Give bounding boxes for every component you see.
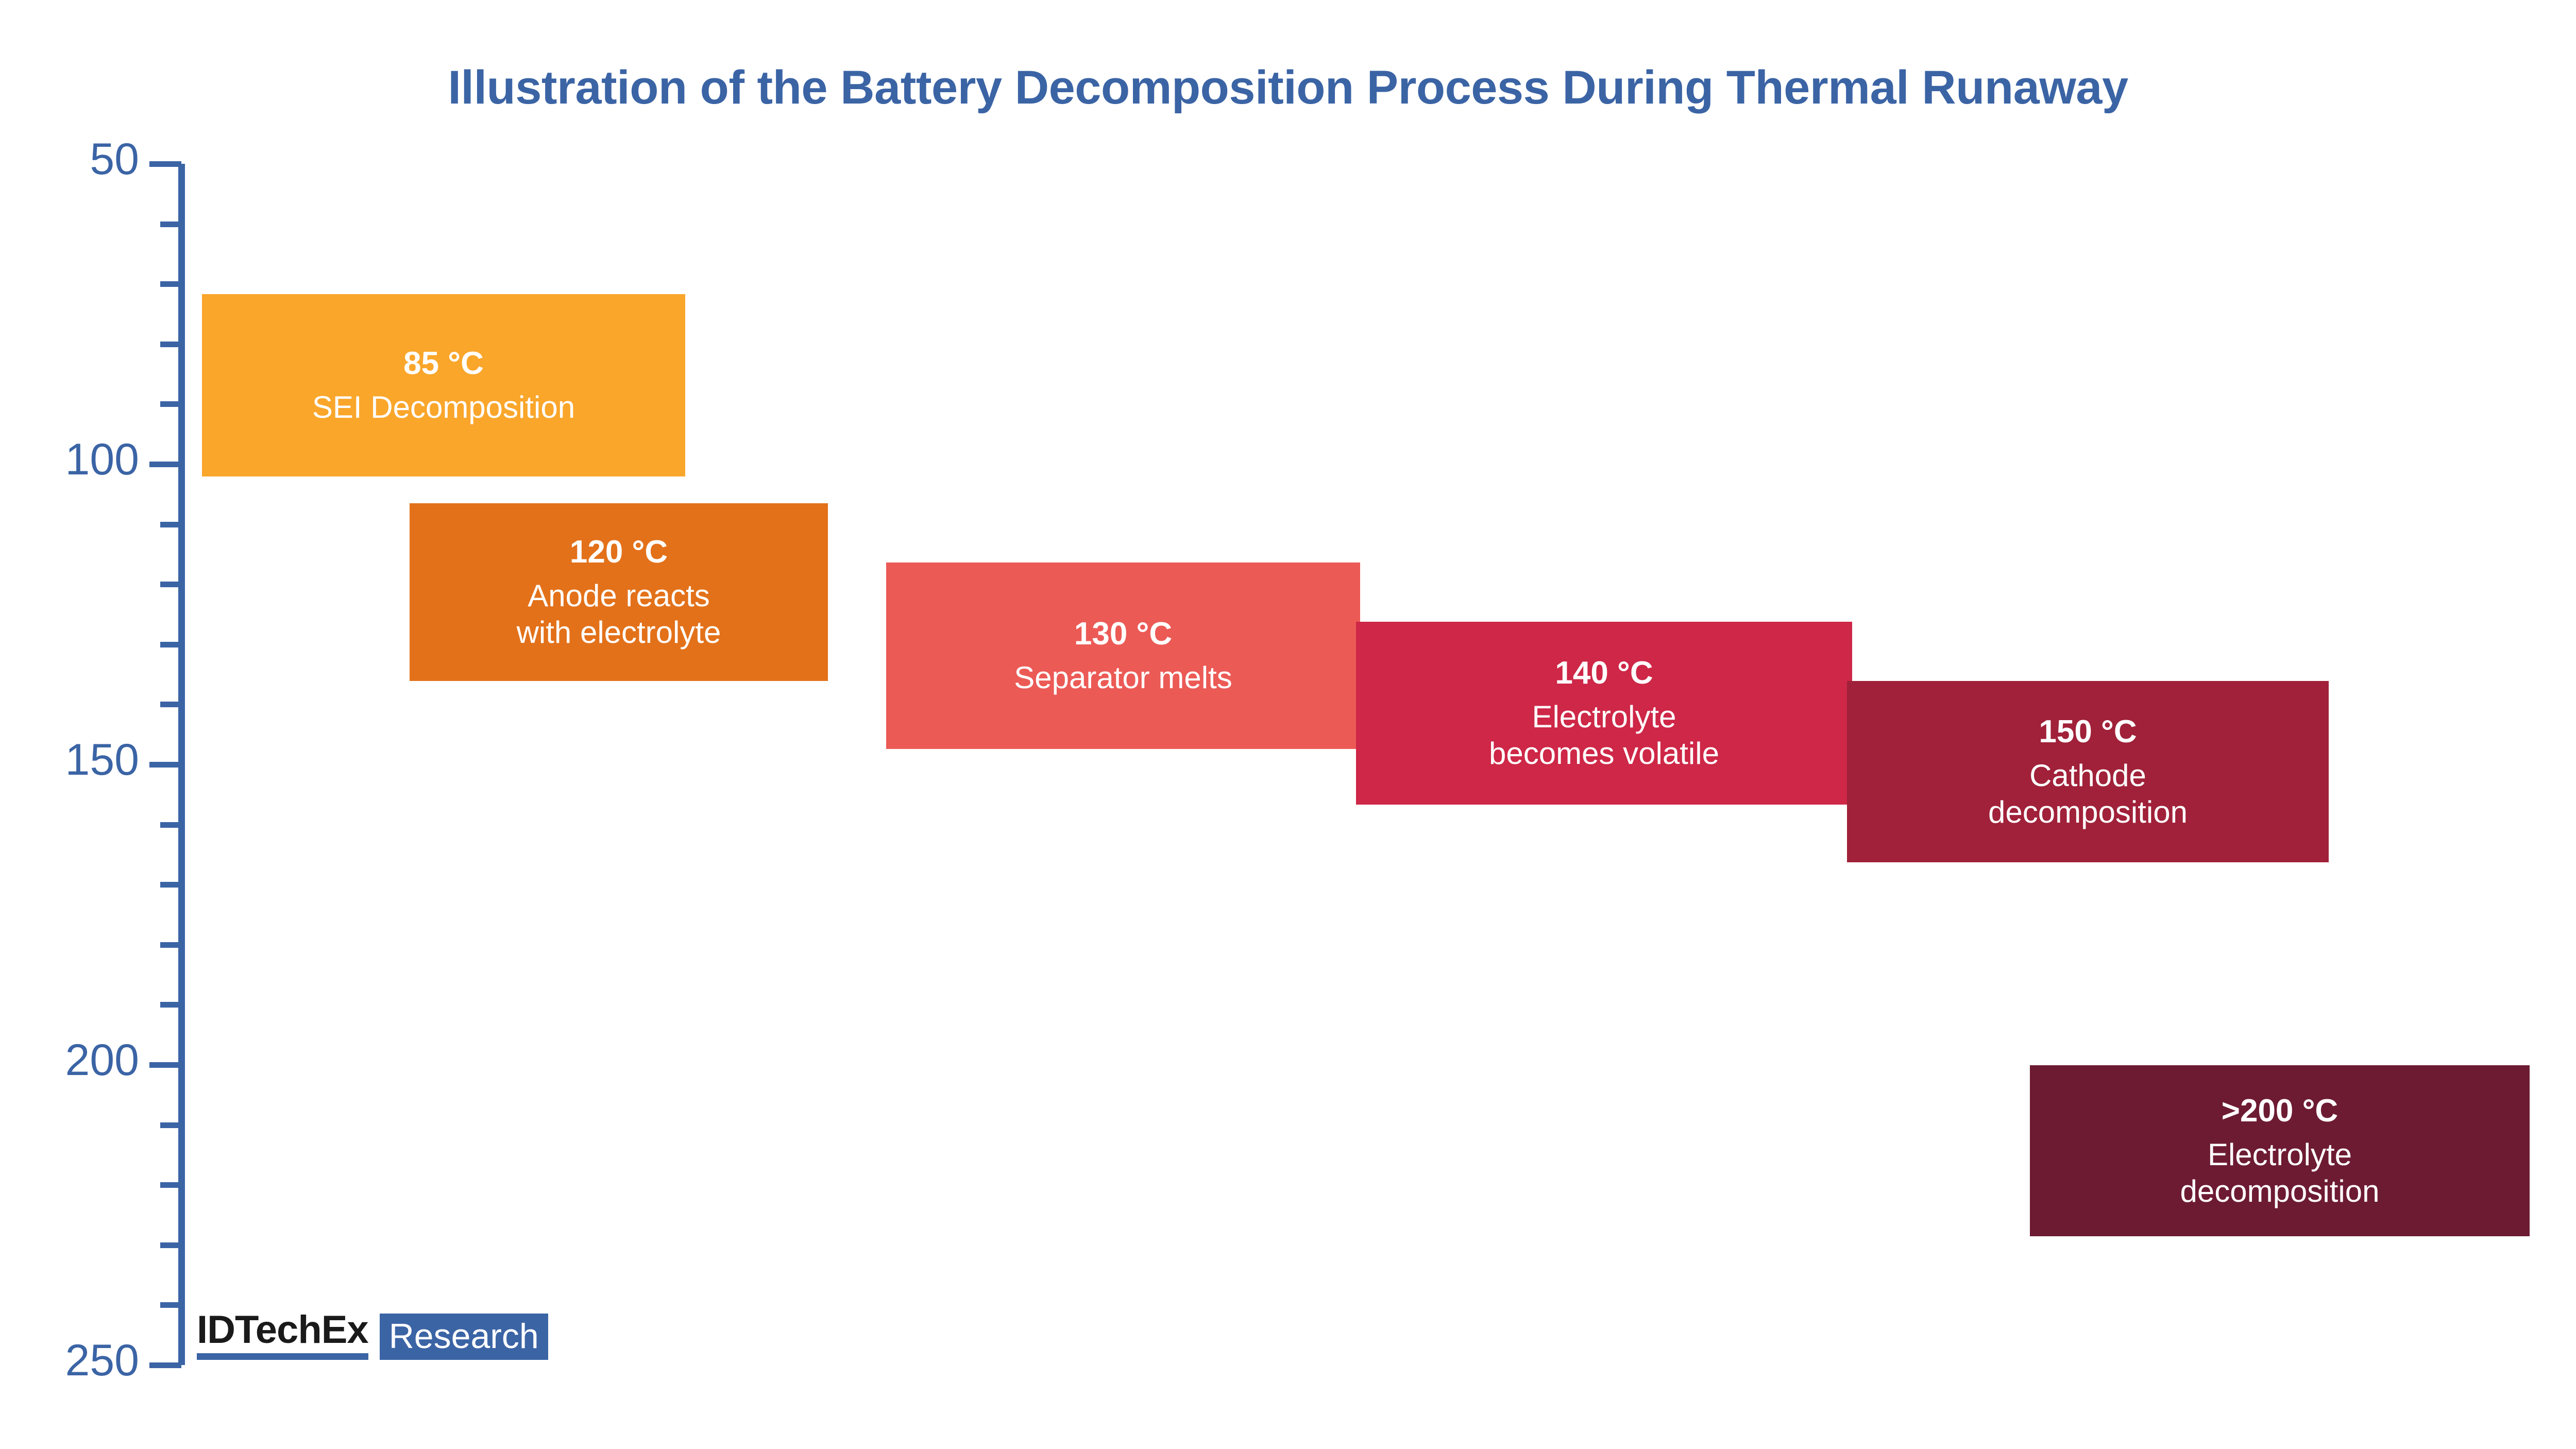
y-axis-minor-tick: [160, 1002, 181, 1008]
step-description-label: Cathode decomposition: [1988, 758, 2188, 829]
idtechex-logo: IDTechEx Research: [197, 1303, 548, 1360]
step-temperature-label: 150 °C: [2039, 713, 2137, 749]
y-axis-minor-tick: [160, 1302, 181, 1308]
step-box: >200 °C Electrolyte decomposition: [2030, 1065, 2530, 1236]
y-axis-tick-label: 200: [65, 1035, 140, 1085]
y-axis-tick-label: 50: [90, 134, 139, 184]
step-description-label: SEI Decomposition: [312, 390, 575, 425]
step-description-label: Anode reacts with electrolyte: [516, 578, 721, 650]
step-description-label: Separator melts: [1014, 660, 1232, 695]
y-axis-major-tick: [149, 1062, 181, 1068]
logo-research-badge: Research: [379, 1314, 548, 1360]
y-axis-minor-tick: [160, 521, 181, 527]
y-axis-minor-tick: [160, 641, 181, 647]
step-description-label: Electrolyte becomes volatile: [1489, 700, 1719, 771]
y-axis-minor-tick: [160, 702, 181, 708]
logo-underline: [197, 1353, 368, 1360]
y-axis-minor-tick: [160, 221, 181, 227]
step-box: 85 °C SEI Decomposition: [202, 294, 685, 476]
y-axis-tick-label: 100: [65, 435, 140, 484]
y-axis-minor-tick: [160, 401, 181, 407]
step-temperature-label: 130 °C: [1074, 616, 1173, 652]
y-axis-minor-tick: [160, 1122, 181, 1128]
y-axis-tick-label: 250: [65, 1336, 140, 1385]
y-axis-minor-tick: [160, 1182, 181, 1188]
page-title: Illustration of the Battery Decompositio…: [448, 61, 2128, 114]
logo-name-wrap: IDTechEx: [197, 1308, 369, 1360]
step-box: 150 °C Cathode decomposition: [1847, 681, 2329, 862]
step-temperature-label: >200 °C: [2221, 1093, 2338, 1129]
y-axis-minor-tick: [160, 582, 181, 588]
y-axis-tick-label: 150: [65, 735, 140, 785]
step-temperature-label: 120 °C: [569, 534, 668, 570]
y-axis-major-tick: [149, 762, 181, 768]
y-axis-minor-tick: [160, 281, 181, 287]
step-box: 120 °C Anode reacts with electrolyte: [410, 503, 828, 681]
y-axis-major-tick: [149, 1362, 181, 1368]
y-axis-major-tick: [149, 161, 181, 167]
y-axis-minor-tick: [160, 942, 181, 948]
step-box: 140 °C Electrolyte becomes volatile: [1356, 622, 1852, 805]
logo-brand-text: IDTechEx: [197, 1308, 369, 1352]
y-axis-minor-tick: [160, 1242, 181, 1248]
y-axis-minor-tick: [160, 822, 181, 828]
step-box: 130 °C Separator melts: [886, 562, 1360, 749]
y-axis-minor-tick: [160, 341, 181, 347]
y-axis-minor-tick: [160, 882, 181, 888]
y-axis-major-tick: [149, 462, 181, 467]
step-temperature-label: 140 °C: [1555, 655, 1653, 691]
step-description-label: Electrolyte decomposition: [2180, 1137, 2380, 1208]
step-temperature-label: 85 °C: [403, 346, 484, 382]
